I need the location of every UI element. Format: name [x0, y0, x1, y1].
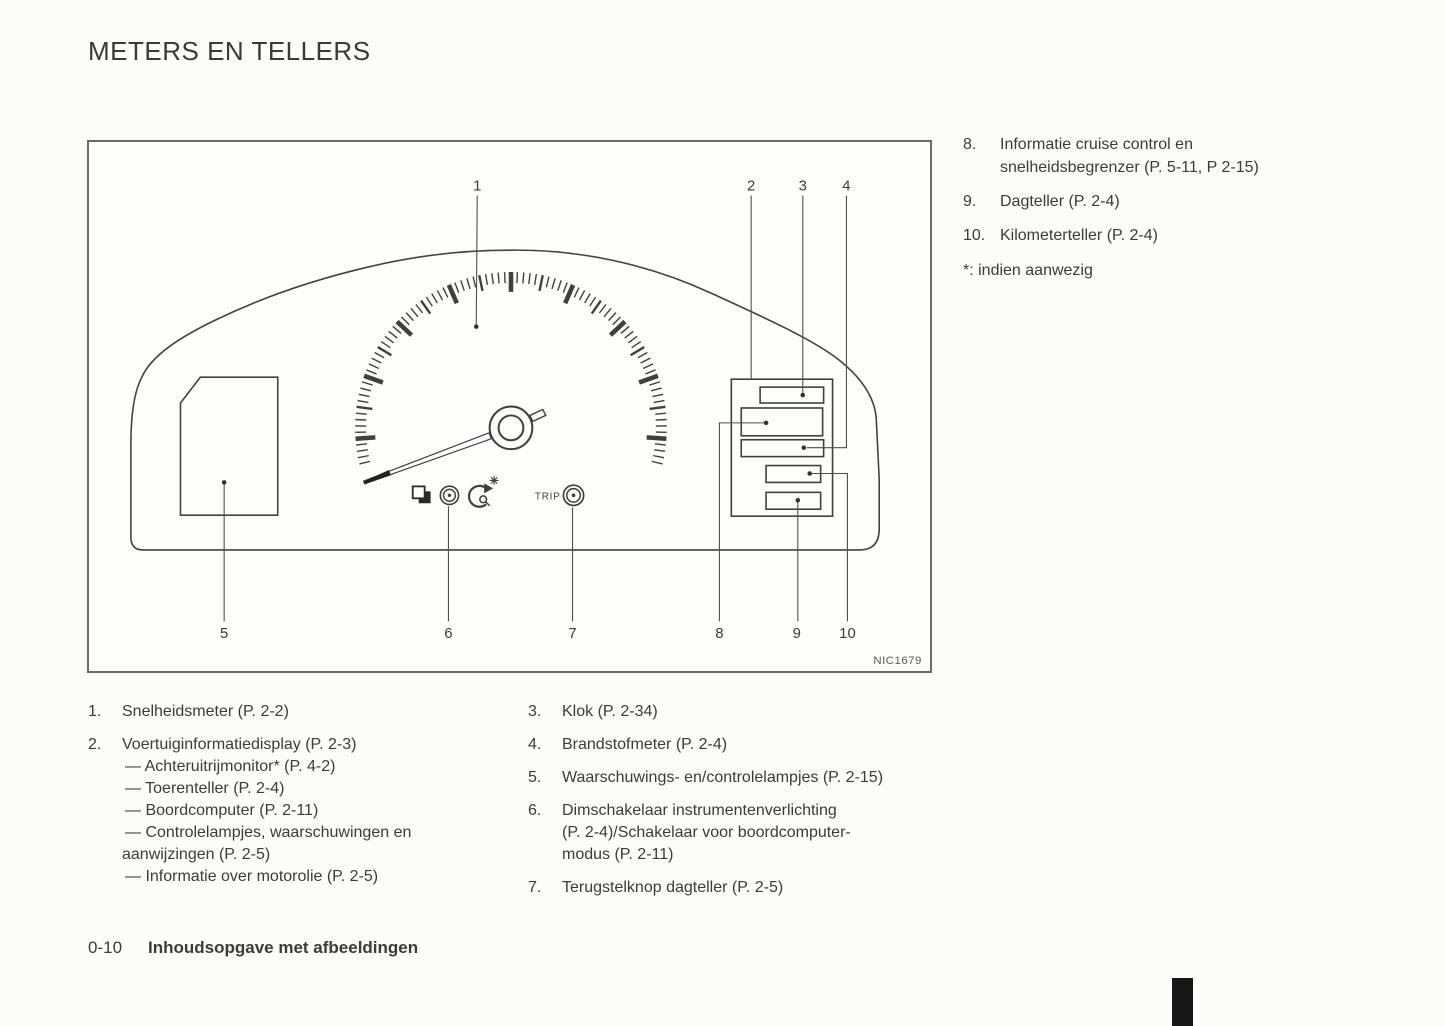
- callout-numbers: 1 2 3 4 5 6 7 8 9 10: [220, 179, 856, 643]
- figure-box: TRIP: [87, 140, 932, 673]
- list-item: 10. Kilometerteller (P. 2-4): [963, 227, 1158, 244]
- section-title: Inhoudsopgave met afbeeldingen: [148, 938, 419, 957]
- cluster-outline: [130, 249, 880, 551]
- legend-item: 2. Voertuiginformatiedisplay (P. 2-3) — …: [88, 736, 412, 885]
- footnote: *: indien aanwezig: [963, 262, 1093, 279]
- legend-column-middle: 3. Klok (P. 2-34) 4. Brandstofmeter (P. …: [528, 701, 948, 910]
- callout-5-label: 5: [220, 626, 228, 642]
- legend-item: 7. Terugstelknop dagteller (P. 2-5): [528, 879, 784, 896]
- callout-3-label: 3: [799, 179, 807, 195]
- legend-item: 5. Waarschuwings- en/controlelampjes (P.…: [528, 769, 884, 786]
- list-item: 9. Dagteller (P. 2-4): [963, 193, 1120, 210]
- page-title: METERS EN TELLERS: [88, 36, 371, 66]
- trip-label: TRIP: [535, 491, 561, 502]
- warning-lamp-display: [179, 376, 279, 516]
- legend-item: 3. Klok (P. 2-34): [528, 703, 658, 720]
- vehicle-info-display: [740, 407, 824, 437]
- figure-code: NIC1679: [873, 655, 922, 667]
- callout-10-label: 10: [839, 626, 856, 642]
- needle-tail-stub: [528, 408, 547, 423]
- legend-item: 1. Snelheidsmeter (P. 2-2): [88, 703, 289, 720]
- callout-leader-lines: [221, 195, 848, 622]
- callout-8-label: 8: [715, 626, 723, 642]
- trip-reset-knob: [562, 484, 585, 507]
- legend-item: 6. Dimschakelaar instrumentenverlichting…: [528, 802, 851, 863]
- dimmer-knob: [439, 485, 460, 506]
- display-icon: [411, 485, 431, 504]
- section-edge-tab: [1172, 978, 1193, 1026]
- legend-item: 4. Brandstofmeter (P. 2-4): [528, 736, 728, 753]
- clock-display: [759, 386, 825, 404]
- speedometer-tick-arc: [355, 272, 667, 465]
- callout-2-label: 2: [747, 179, 755, 195]
- page-number: 0-10: [88, 938, 123, 957]
- speedometer-needle: [362, 405, 547, 485]
- callout-4-label: 4: [842, 179, 850, 195]
- instrument-cluster-diagram: TRIP: [130, 179, 922, 667]
- page-footer: 0-10 Inhoudsopgave met afbeeldingen: [88, 938, 418, 958]
- callout-9-label: 9: [793, 626, 801, 642]
- legend-column-left: 1. Snelheidsmeter (P. 2-2) 2. Voertuigin…: [88, 701, 518, 899]
- list-item: 8. Informatie cruise control en snelheid…: [963, 136, 1259, 176]
- callout-1-label: 1: [473, 179, 481, 195]
- side-list: 8. Informatie cruise control en snelheid…: [963, 133, 1303, 282]
- brightness-icon: [467, 475, 499, 508]
- callout-7-label: 7: [568, 626, 576, 642]
- odometer-display: [765, 491, 822, 511]
- callout-6-label: 6: [444, 626, 452, 642]
